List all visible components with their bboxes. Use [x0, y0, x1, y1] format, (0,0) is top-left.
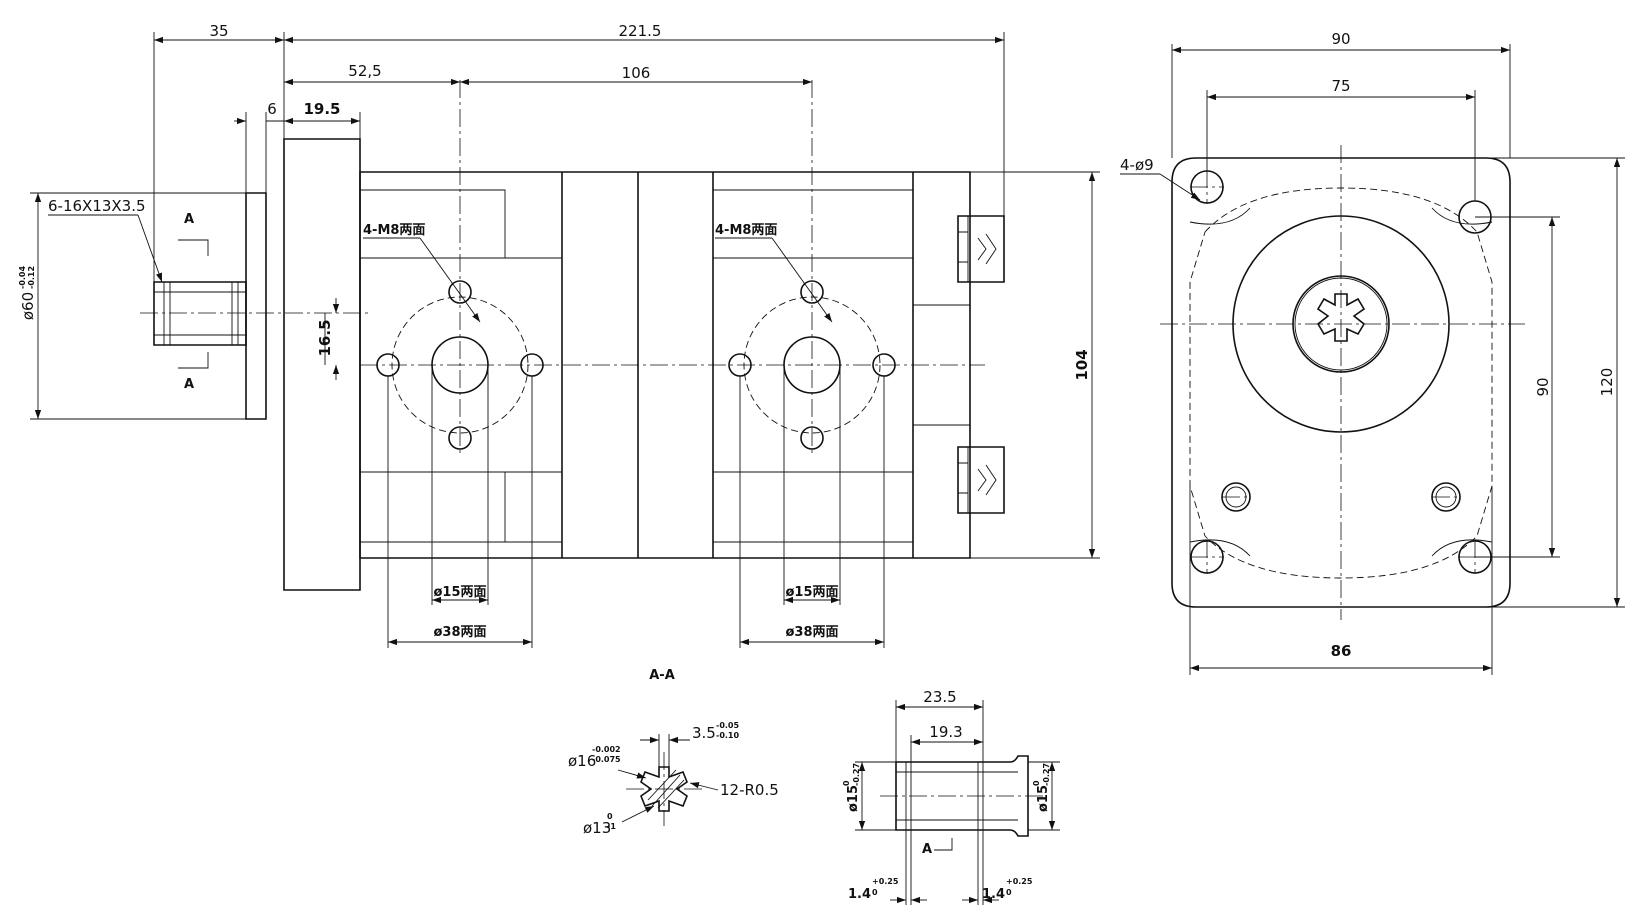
groove-left-tol-upper: +0.25 — [872, 877, 899, 886]
front-view — [140, 80, 1005, 591]
detail-dia-right: ø15 — [1036, 785, 1051, 812]
mounting-flange — [283, 138, 361, 591]
shaft-detail-outline — [895, 755, 1029, 837]
spline-note: 6-16X13X3.5 — [48, 197, 146, 215]
side-view — [1160, 145, 1525, 620]
dim-offset: 16.5 — [316, 319, 334, 356]
groove-left: 1.4 — [848, 887, 871, 902]
dim-flange-thickness: 19.5 — [303, 100, 340, 118]
dim-body-height: 104 — [1073, 349, 1091, 380]
bolt-circle-dia-2: ø38两面 — [785, 625, 838, 640]
groove-left-tol-lower: 0 — [872, 888, 878, 897]
major-dia: ø16 — [568, 752, 596, 770]
detail-length-spline: 19.3 — [929, 723, 962, 741]
dim-pilot-tol-upper: -0.04 — [18, 266, 27, 289]
detail-dia-right-tol-upper: 0 — [1032, 780, 1041, 786]
key-width-tol-upper: -0.05 — [716, 721, 739, 730]
section-title: A-A — [649, 668, 675, 683]
groove-right-tol-lower: 0 — [1006, 888, 1012, 897]
section-mark-bottom: A — [184, 377, 194, 392]
detail-dia-left-tol-lower: -0.27 — [852, 763, 861, 786]
section-a-a: A-A 3.5 -0.05 -0.10 ø16 -0.002 -0.075 12… — [568, 668, 779, 837]
front-dimensions: 35 221.5 52,5 106 6 19.5 6-16X13X3.5 A A — [18, 22, 1100, 648]
dim-port1-pos: 52,5 — [348, 62, 381, 80]
dim-pilot-tol-lower: -0.12 — [27, 266, 36, 289]
detail-dia-right-tol-lower: -0.27 — [1042, 763, 1051, 786]
minor-dia: ø13 — [583, 819, 611, 837]
detail-section-mark: A — [922, 842, 932, 857]
spline-profile — [1316, 293, 1366, 342]
groove-right-tol-upper: +0.25 — [1006, 877, 1033, 886]
minor-dia-tol-lower: -1 — [607, 822, 616, 831]
spline-section — [640, 766, 688, 812]
dim-shaft-length: 35 — [209, 22, 228, 40]
minor-dia-tol-upper: 0 — [607, 812, 613, 821]
side-dimensions: 90 75 4-ø9 90 120 86 — [1120, 30, 1625, 675]
dim-total-length: 221.5 — [619, 22, 662, 40]
section-mark-top: A — [184, 212, 194, 227]
major-dia-tol-upper: -0.002 — [592, 745, 621, 754]
detail-length-total: 23.5 — [923, 688, 956, 706]
dim-pilot-dia: ø60 — [19, 292, 37, 320]
dim-side-height: 120 — [1598, 368, 1616, 397]
thread-hole — [800, 280, 824, 304]
pilot-boss — [245, 192, 267, 420]
key-width-tol-lower: -0.10 — [716, 731, 739, 740]
thread-hole — [448, 280, 472, 304]
fitting-bottom — [957, 446, 1005, 514]
dim-side-width: 90 — [1331, 30, 1350, 48]
dim-body-width: 86 — [1331, 642, 1352, 660]
dim-step: 6 — [267, 100, 277, 118]
dim-port-spacing: 106 — [622, 64, 651, 82]
detail-dia-left: ø15 — [846, 785, 861, 812]
shaft-detail: 23.5 19.3 ø15 0 -0.27 ø15 0 -0.27 A 1.4 — [842, 688, 1060, 905]
mount-hole-note: 4-ø9 — [1120, 156, 1154, 174]
port-dia-1: ø15两面 — [433, 585, 486, 600]
port-dia-2: ø15两面 — [785, 585, 838, 600]
detail-dia-left-tol-upper: 0 — [842, 780, 851, 786]
thread-note-1: 4-M8两面 — [363, 223, 425, 238]
key-width: 3.5 — [692, 724, 716, 742]
dim-hole-spacing-x: 75 — [1331, 77, 1350, 95]
thread-hole — [448, 426, 472, 450]
fillet-note: 12-R0.5 — [720, 781, 779, 799]
bolt-circle-dia-1: ø38两面 — [433, 625, 486, 640]
groove-right: 1.4 — [982, 887, 1005, 902]
major-dia-tol-lower: -0.075 — [592, 755, 621, 764]
dim-hole-spacing-y: 90 — [1534, 377, 1552, 396]
thread-hole — [800, 426, 824, 450]
thread-note-2: 4-M8两面 — [715, 223, 777, 238]
fitting-top — [957, 215, 1005, 283]
